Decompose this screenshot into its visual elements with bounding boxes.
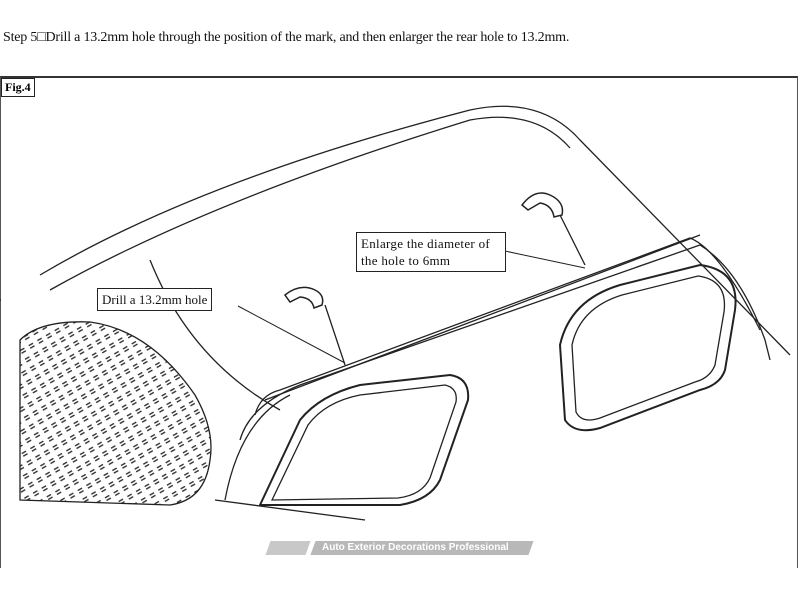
callout-enlarge: Enlarge the diameter of the hole to 6mm [356, 232, 506, 272]
figure-label: Fig.4 [1, 78, 35, 97]
step-instruction: Step 5□Drill a 13.2mm hole through the p… [3, 30, 570, 45]
drill-icon [283, 286, 324, 310]
watermark-text: Auto Exterior Decorations Professional [322, 542, 509, 553]
roof-outline [39, 105, 791, 356]
drill-icon-2 [520, 192, 564, 218]
hatched-glass [19, 321, 212, 506]
watermark-stripe [265, 541, 311, 555]
figure-frame [0, 76, 798, 568]
callout-drill: Drill a 13.2mm hole [97, 288, 213, 311]
